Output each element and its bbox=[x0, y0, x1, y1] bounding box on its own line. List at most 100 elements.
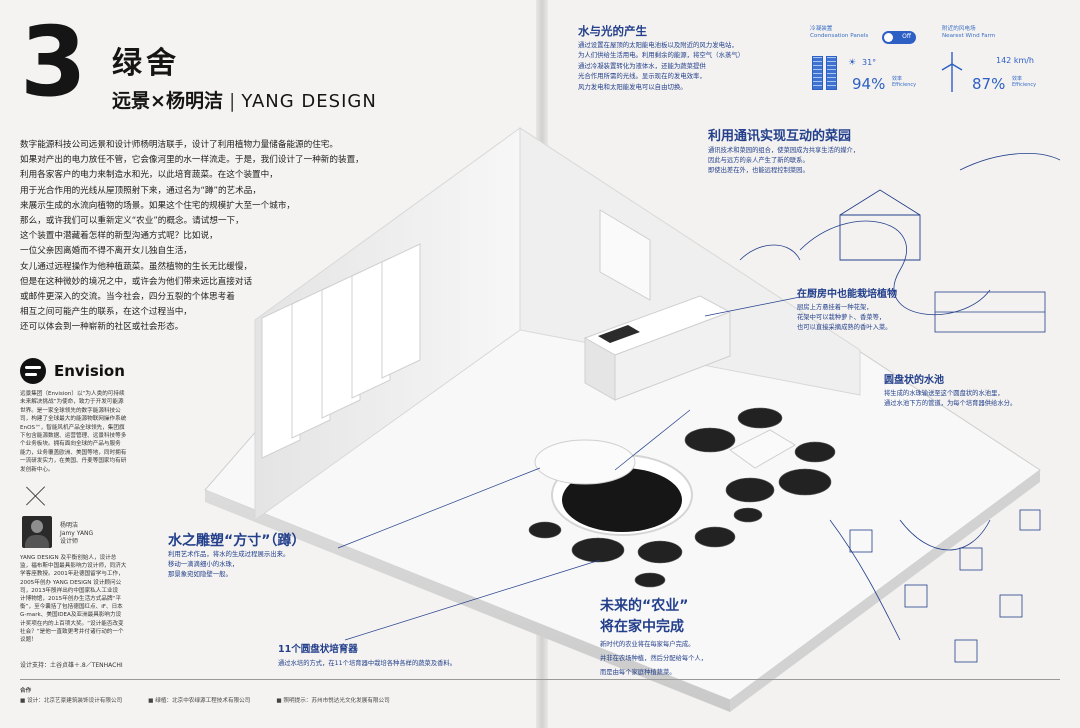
intro-line: 那么，或许我们可以重新定义“农业”的概念。请试想一下， bbox=[20, 216, 244, 227]
section-line: 通过冷凝装置转化为液体水，还能为蔬菜提供 bbox=[578, 61, 706, 70]
intro-line: 或邮件更深入的交流。当今社会，四分五裂的个体思考着 bbox=[20, 292, 235, 303]
envision-line: 下包含能源数据、运营管理、远景科技等多 bbox=[20, 433, 127, 440]
eff-label-cn: 效率 bbox=[1012, 76, 1023, 82]
designer-line: 议题！ bbox=[20, 637, 37, 644]
subtitle-designer: 杨明洁 bbox=[165, 90, 223, 112]
solar-panel-icon bbox=[826, 56, 837, 90]
section-garden: 利用通讯实现互动的菜园 通讯技术和菜园的组合，使菜园成为共享生活的媒介， 因此与… bbox=[708, 129, 859, 176]
section-sculpture: 水之雕塑“方寸”（蹲） 利用艺术作品，将水的生成过程展示出来。 移动一滴滴细小的… bbox=[168, 534, 305, 579]
section-title: 在厨房中也能栽培植物 bbox=[797, 289, 897, 300]
eff-label-en: Efficiency bbox=[1012, 82, 1037, 88]
envision-line: 司，构建了全球最大的能源物联网操作系统 bbox=[20, 416, 127, 423]
designer-name-block: 杨明洁 Jamy YANG 设计师 bbox=[60, 522, 93, 546]
designer-line: 社会？”是他一直致更考并付诸行动的一个 bbox=[20, 628, 124, 635]
solar-efficiency: 94% bbox=[852, 74, 885, 93]
envision-line: 一流研发实力，在美国、丹麦等国家均有研 bbox=[20, 458, 127, 465]
section-line: 花架中可以栽种萝卜、香菜等， bbox=[797, 314, 886, 321]
subtitle-company: 远景 bbox=[112, 90, 151, 112]
footer-item: ■ 绿植：北京中农绿源工程技术有限公司 bbox=[148, 698, 251, 704]
designer-name-en: Jamy YANG bbox=[60, 530, 94, 537]
section-kitchen: 在厨房中也能栽培植物 厨房上方悬挂着一种花架， 花架中可以栽种萝卜、香菜等， 也… bbox=[797, 290, 897, 333]
designer-line: YANG DESIGN 及平衡创始人，设计总 bbox=[20, 555, 117, 561]
wind-farm-widget: 附近的风电场 Nearest Wind Farm bbox=[942, 26, 995, 40]
designer-line: 司，2013年殷祥出约中国家私人工业设 bbox=[20, 587, 119, 594]
section-line: 新时代的农业将在每家每户完成。 bbox=[600, 641, 695, 648]
section-line: 因此与远方的亲人产生了新的联系。 bbox=[708, 157, 809, 164]
wind-turbine-icon bbox=[941, 52, 963, 92]
sculpture-disc bbox=[534, 439, 636, 485]
envision-line: 远景集团（Envision）以“为人类的可持续 bbox=[20, 391, 125, 397]
design-credit: 设计支持：土谷贞雄＋.8／TENHACHI bbox=[20, 662, 123, 669]
envision-logo-icon bbox=[20, 358, 46, 384]
connection-lines bbox=[739, 153, 1061, 641]
sun-icon: ☀ bbox=[848, 58, 857, 68]
designer-line: G-mark、美国IDEA及亚洲最具影响力设 bbox=[20, 612, 122, 619]
intro-line: 一位父亲因离婚而不得不离开女儿独自生活， bbox=[20, 246, 192, 257]
subtitle-separator: | bbox=[228, 90, 236, 112]
section-water-light: 水与光的产生 通过设置在屋顶的太阳能电池板以及附近的风力发电站， 为人们供给生活… bbox=[578, 26, 744, 92]
lounge-chair bbox=[729, 429, 796, 469]
panel-label-cn: 冷凝装置 bbox=[810, 26, 833, 32]
section-line: 将生成的水珠输送至这个圆盘状的水池里， bbox=[884, 390, 1004, 397]
section-line: 通过水池下方的管道，为每个培育器供给水分。 bbox=[884, 400, 1017, 407]
section-line: 那景象宛如隐壁一般。 bbox=[168, 570, 232, 578]
designer-line: 学客座教授。2001年赴德国留学与工作， bbox=[20, 571, 124, 578]
intro-line: 这个装置中潜藏着怎样的新型沟通方式呢？比如说， bbox=[20, 231, 218, 242]
intro-line: 用于光合作用的光线从屋顶照射下来，通过名为“蹲”的艺术品， bbox=[20, 185, 261, 196]
section-line: 光合作用所需的光线。显示现在的发电效率， bbox=[578, 72, 706, 80]
staircase bbox=[261, 243, 421, 459]
footer-divider bbox=[20, 679, 1060, 680]
designer-line: 2005年创办 YANG DESIGN 设计顾问公 bbox=[20, 579, 122, 586]
section-title: 利用通讯实现互动的菜园 bbox=[708, 129, 852, 144]
section-title: 未来的“农业” bbox=[600, 598, 689, 614]
page-subtitle: 远景×杨明洁|YANG DESIGN bbox=[112, 86, 377, 113]
wind-efficiency-value: 87% bbox=[972, 75, 1006, 93]
solar-panel-icon bbox=[812, 56, 823, 90]
envision-brand: Envision bbox=[20, 358, 125, 384]
intro-line: 相互之间可能产生的联系，在这个过程当中， bbox=[20, 307, 192, 318]
intro-line: 女儿通过远程操作为他种植蔬菜。虽然植物的生长无比缓慢， bbox=[20, 261, 253, 272]
condensation-toggle[interactable]: Off bbox=[882, 31, 916, 44]
envision-description: 远景集团（Envision）以“为人类的可持续 未来解决挑战”为使命，致力于开发… bbox=[20, 390, 136, 474]
envision-line: 世界。是一家全球领先的数字能源科技公 bbox=[20, 407, 121, 414]
designer-avatar bbox=[22, 516, 52, 548]
envision-name: Envision bbox=[54, 362, 125, 380]
intro-line: 但是在这种微妙的境况之中，或许会为他们带来远比直接对话 bbox=[20, 276, 253, 287]
wind-label-cn: 附近的风电场 bbox=[942, 26, 976, 32]
section-title: 水与光的产生 bbox=[578, 24, 647, 38]
designer-line: 计奖项在内的上百项大奖。“设计能否改变 bbox=[20, 620, 124, 627]
designer-line: 监，福布斯中国最具影响力设计师，同济大 bbox=[20, 563, 127, 570]
eff-label-cn: 效率 bbox=[892, 76, 903, 82]
section-line: 也可以直接采摘成熟的香叶入菜。 bbox=[797, 324, 892, 331]
section-line: 风力发电和太阳能发电可以自由切换。 bbox=[578, 82, 687, 91]
intro-line: 数字能源科技公司远景和设计师杨明洁联手，设计了利用植物力量储备能源的住宅。 bbox=[20, 140, 338, 150]
intro-line: 如果对产出的电力放任不管，它会像河里的水一样流走。于是，我们设计了一种新的装置， bbox=[20, 155, 364, 166]
designer-line: 衡”，至今囊括了包括德国红点、iF、日本 bbox=[20, 604, 123, 611]
section-line: 利用艺术作品，将水的生成过程展示出来。 bbox=[168, 550, 290, 558]
section-line: 移动一滴滴细小的水珠， bbox=[168, 560, 239, 568]
section-line: 为人们供给生活用电。利用剩余的能源，将空气（水蒸气） bbox=[578, 51, 745, 59]
wind-speed: 142 km/h bbox=[996, 56, 1035, 65]
section-pool: 圆盘状的水池 将生成的水珠输送至这个圆盘状的水池里， 通过水池下方的管道，为每个… bbox=[884, 376, 1016, 409]
designer-name-cn: 杨明洁 bbox=[60, 522, 79, 529]
section-title: 圆盘状的水池 bbox=[884, 375, 944, 386]
designer-line: 计博物馆，2015年创办生活方式品牌“平 bbox=[20, 596, 122, 603]
window bbox=[599, 209, 651, 301]
section-line: 厨房上方悬挂着一种花架， bbox=[797, 304, 873, 311]
section-title: 11个圆盘状培育器 bbox=[278, 644, 358, 655]
intro-line: 利用各家客户的电力来制造水和光，以此培育蔬菜。在这个装置中， bbox=[20, 170, 278, 181]
garden-house bbox=[839, 189, 921, 261]
slab-front-right bbox=[730, 470, 1040, 712]
intro-paragraph: 数字能源科技公司远景和设计师杨明洁联手，设计了利用植物力量储备能源的住宅。 如果… bbox=[20, 138, 364, 336]
section-line: 通过设置在屋顶的太阳能电池板以及附近的风力发电站， bbox=[578, 40, 738, 49]
page-title: 绿舍 bbox=[112, 46, 180, 81]
intro-line: 还可以体会到一种崭新的社区或社会形态。 bbox=[20, 322, 184, 333]
slab-front-left bbox=[205, 490, 730, 712]
section-line: 而是由每个家庭种植蔬菜。 bbox=[600, 669, 676, 676]
subtitle-cross: × bbox=[150, 90, 166, 112]
footer-item: ■ 照明提示：苏州市悦达光文化发展有限公司 bbox=[276, 698, 390, 704]
envision-line: 个业务板块。拥有面向全球的产品与服务 bbox=[20, 441, 121, 448]
subtitle-english: YANG DESIGN bbox=[241, 91, 377, 112]
kitchen-island bbox=[583, 295, 732, 401]
